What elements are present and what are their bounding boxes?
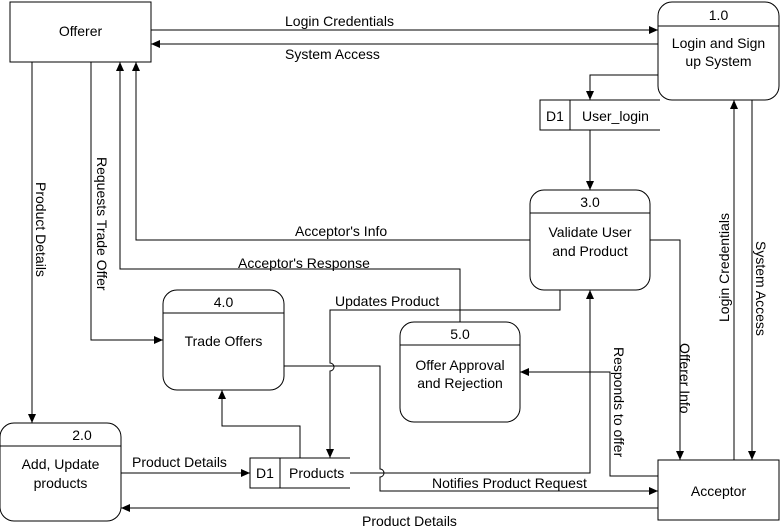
flow-labels: Login Credentials System Access Product … (33, 13, 769, 529)
flow-product-details-left-label: Product Details (33, 182, 49, 277)
flow-responds-to-offer-label: Responds to offer (611, 347, 627, 458)
flow-login-to-userlogin-line (586, 74, 658, 100)
flow-acceptors-response-label: Acceptor's Response (238, 255, 370, 271)
process-1-id: 1.0 (709, 7, 729, 23)
store-user-login: D1 User_login (539, 99, 660, 131)
flow-updates-product-label: Updates Product (335, 293, 439, 309)
process-4-id: 4.0 (214, 294, 234, 310)
process-3-id: 3.0 (580, 194, 600, 210)
process-3-line2: and Product (552, 243, 628, 259)
flow-product-details-bottom-label: Product Details (362, 513, 457, 529)
flow-system-access-top-label: System Access (285, 46, 380, 62)
store-products-name: Products (289, 465, 344, 481)
process-3: 3.0 Validate User and Product (529, 189, 651, 291)
process-2-id: 2.0 (72, 427, 92, 443)
process-5-line1: Offer Approval (415, 357, 504, 373)
process-4-line1: Trade Offers (185, 333, 263, 349)
process-1: 1.0 Login and Sign up System (657, 1, 780, 101)
process-2-line1: Add, Update (22, 456, 100, 472)
entity-acceptor: Acceptor (657, 459, 780, 521)
flow-offerer-info-line (650, 239, 684, 460)
process-2-line2: products (34, 475, 88, 491)
flow-product-details-mid-label: Product Details (132, 454, 227, 470)
store-products-id: D1 (256, 465, 274, 481)
flow-requests-trade-offer-label: Requests Trade Offer (94, 157, 110, 291)
flow-login-credentials-top-label: Login Credentials (285, 13, 394, 29)
flow-responds-to-offer-line (520, 368, 658, 477)
process-5: 5.0 Offer Approval and Rejection (399, 321, 521, 423)
store-products: D1 Products (249, 457, 350, 489)
flow-system-access-right-label: System Access (753, 241, 769, 336)
entity-offerer: Offerer (9, 1, 152, 63)
process-4: 4.0 Trade Offers (162, 289, 285, 391)
flow-products-to-validate-line (350, 290, 594, 474)
process-1-line2: up System (685, 53, 751, 69)
entity-offerer-label: Offerer (59, 23, 103, 39)
store-user-login-id: D1 (546, 108, 564, 124)
process-5-line2: and Rejection (417, 375, 503, 391)
entity-acceptor-label: Acceptor (691, 483, 747, 499)
flow-products-to-trade-offers-line (218, 390, 301, 458)
store-user-login-name: User_login (582, 108, 649, 124)
flow-notifies-product-request-label: Notifies Product Request (432, 475, 587, 491)
flow-updates-product-line (326, 290, 561, 458)
process-3-line1: Validate User (548, 224, 631, 240)
process-1-line1: Login and Sign (672, 35, 765, 51)
flow-acceptors-info-label: Acceptor's Info (295, 223, 387, 239)
flow-requests-trade-offer-line (90, 62, 163, 344)
flow-login-credentials-right-label: Login Credentials (716, 213, 732, 322)
flow-offerer-info-label: Offerer Info (677, 343, 693, 414)
flow-lines (28, 26, 756, 512)
flow-acceptors-info-line (132, 62, 530, 241)
flow-acceptors-response-line (116, 62, 461, 322)
process-2: 2.0 Add, Update products (0, 422, 122, 522)
process-5-id: 5.0 (450, 326, 470, 342)
